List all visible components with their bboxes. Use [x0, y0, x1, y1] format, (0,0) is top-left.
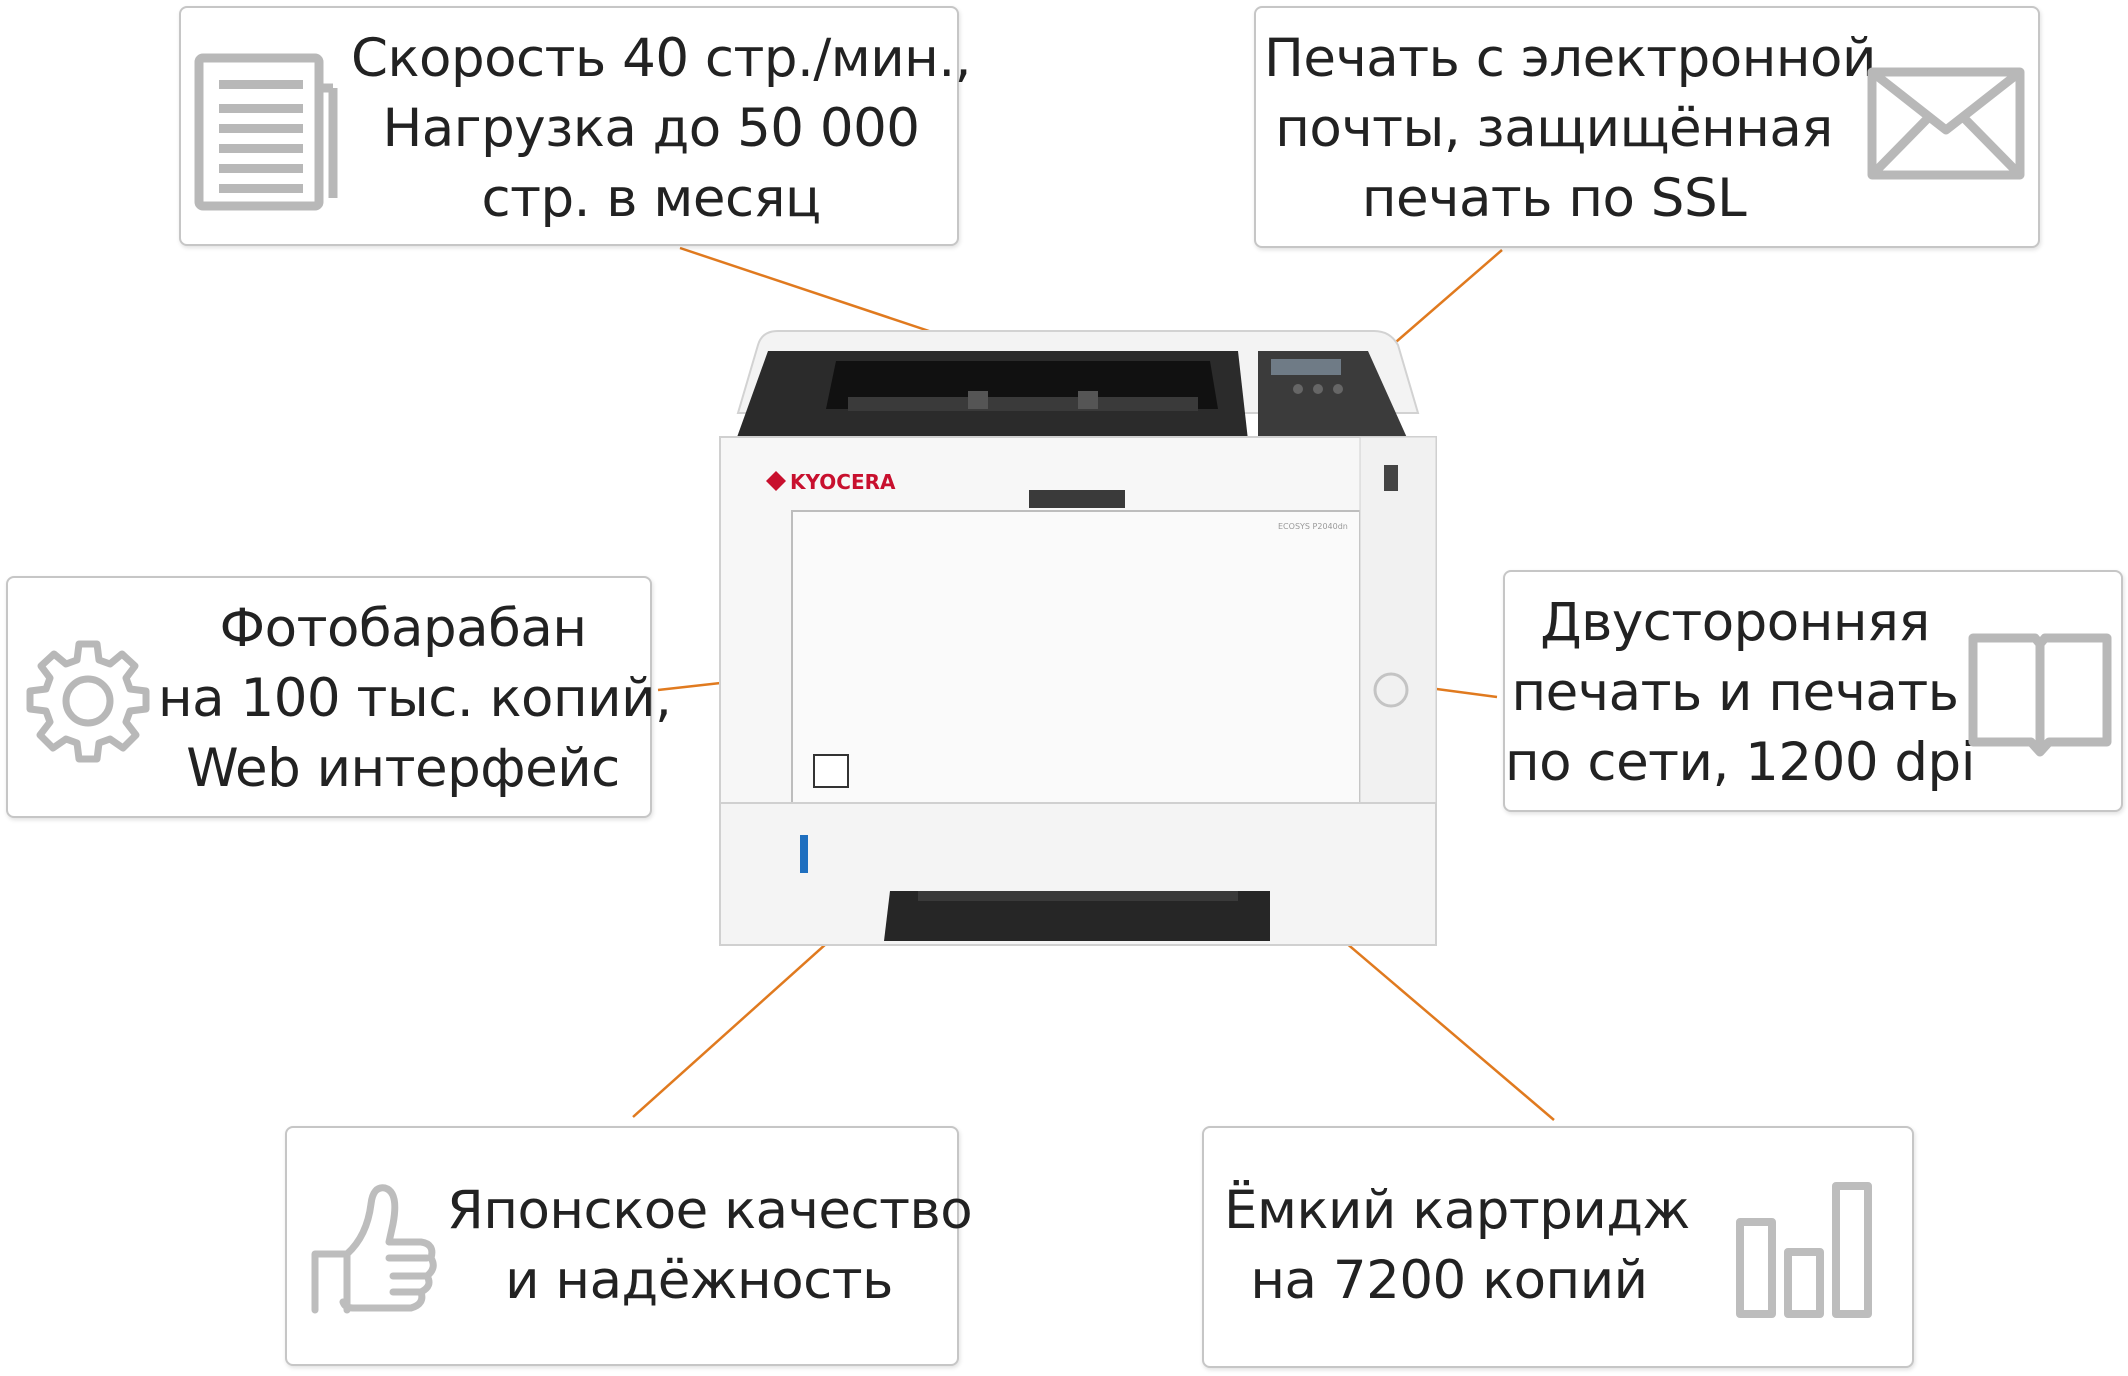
gear-icon [26, 640, 150, 763]
feature-text-quality: Японское качество и надёжность [447, 1180, 973, 1311]
envelope-icon [1867, 67, 2025, 180]
feature-text-cartridge: Ёмкий картридж на 7200 копий [1224, 1180, 1690, 1311]
feature-card-speed: Скорость 40 стр./мин., Нагрузка до 50 00… [179, 6, 972, 246]
thumbs-up-icon [311, 1184, 437, 1314]
feature-card-drum: Фотобарабан на 100 тыс. копий, Web интер… [6, 576, 672, 818]
svg-text:KYOCERA: KYOCERA [790, 470, 896, 494]
feature-card-duplex: Двусторонняя печать и печать по сети, 12… [1503, 570, 2123, 812]
feature-text-email: Печать с электронной почты, защищённая п… [1264, 28, 1876, 229]
feature-card-quality: Японское качество и надёжность [285, 1126, 973, 1366]
feature-text-duplex: Двусторонняя печать и печать по сети, 12… [1505, 592, 1975, 793]
book-icon [1968, 633, 2112, 757]
svg-text:ECOSYS P2040dn: ECOSYS P2040dn [1278, 522, 1348, 531]
feature-text-speed: Скорость 40 стр./мин., Нагрузка до 50 00… [351, 28, 972, 229]
bar-chart-icon [1736, 1182, 1872, 1318]
feature-text-drum: Фотобарабан на 100 тыс. копий, Web интер… [158, 598, 672, 799]
document-icon [194, 53, 338, 211]
feature-card-cartridge: Ёмкий картридж на 7200 копий [1202, 1126, 1914, 1368]
printer-image: KYOCERA ECOSYS P2040dn [719, 330, 1437, 946]
feature-card-email: Печать с электронной почты, защищённая п… [1254, 6, 2040, 248]
kyocera-logo: KYOCERA [766, 470, 896, 494]
